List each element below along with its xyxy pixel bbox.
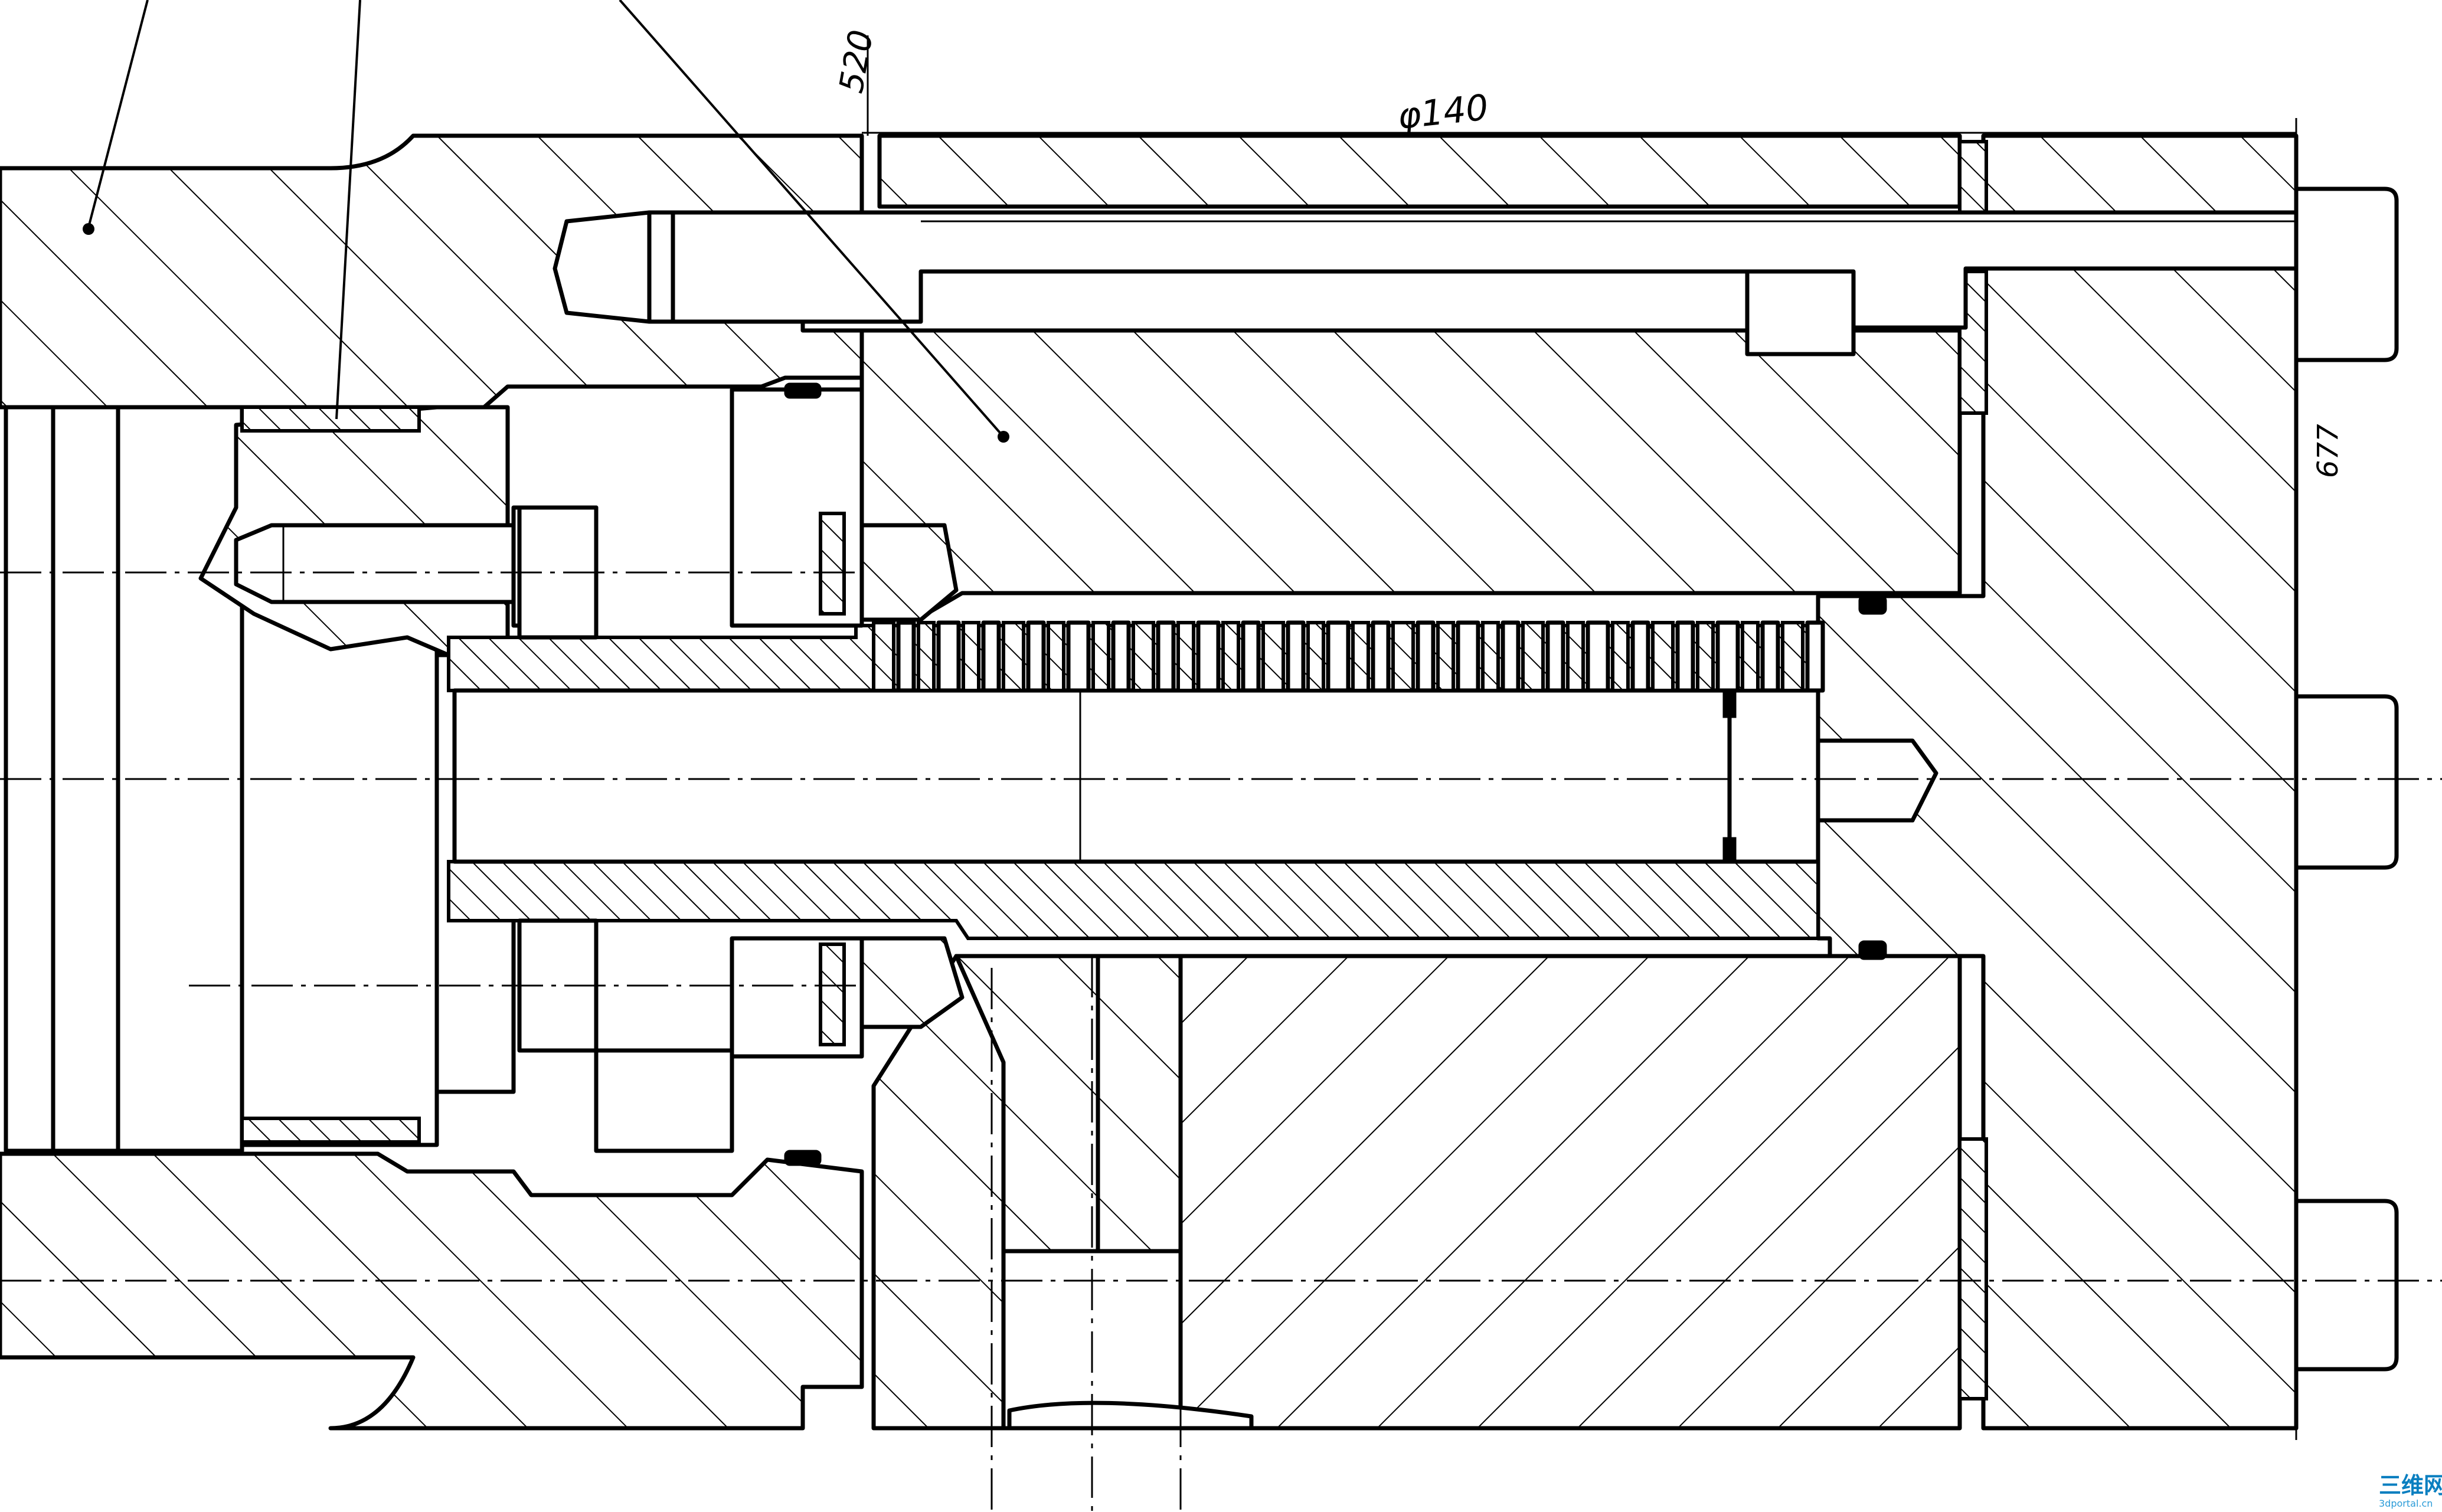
spline-tooth — [981, 620, 1001, 693]
spline-tooth — [1221, 621, 1240, 692]
spline-tooth — [1741, 621, 1760, 692]
spline-teeth — [872, 620, 1825, 693]
spline-tooth — [1091, 621, 1110, 692]
spline-tooth — [936, 620, 961, 693]
spline-tooth — [1196, 620, 1221, 693]
spline-tooth — [1132, 621, 1155, 692]
spline-tooth — [1585, 620, 1610, 693]
dim-top-gap: 520 — [832, 27, 881, 96]
spline-tooth — [1391, 621, 1415, 692]
spline-tooth — [1456, 620, 1480, 693]
spline-tooth — [1630, 620, 1650, 693]
spline-tooth — [1675, 620, 1695, 693]
spline-tooth — [1696, 621, 1715, 692]
spline-tooth — [1351, 621, 1370, 692]
spline-tooth — [1715, 620, 1740, 693]
spline-tooth — [1241, 620, 1261, 693]
spline-tooth — [872, 621, 895, 692]
bolt-heads — [2294, 186, 2399, 1372]
dim-right-length: 677 — [2312, 424, 2345, 478]
spline-tooth — [1002, 621, 1025, 692]
spline-tooth — [1611, 621, 1630, 692]
spline-tooth — [1415, 620, 1436, 693]
spline-tooth — [1566, 621, 1585, 692]
spline-tooth — [1651, 621, 1675, 692]
spline-tooth — [1781, 621, 1804, 692]
spline-tooth — [1026, 620, 1046, 693]
spline-tooth — [1176, 621, 1195, 692]
spline-tooth — [1326, 620, 1351, 693]
spline-tooth — [1047, 621, 1065, 692]
watermark-brand: 三维网 — [2379, 1472, 2442, 1498]
spline-tooth — [1286, 620, 1306, 693]
watermark-url: 3dportal.cn — [2379, 1498, 2433, 1509]
spline-tooth — [1156, 620, 1176, 693]
spline-tooth — [962, 621, 980, 692]
spline-tooth — [1111, 620, 1131, 693]
leader-lines — [83, 0, 2297, 1434]
spline-tooth — [1436, 621, 1455, 692]
tie-rod — [553, 210, 2299, 356]
main-barrel — [859, 133, 1962, 1431]
spline-tooth — [1481, 621, 1500, 692]
spline-tooth — [896, 620, 916, 693]
watermark: 三维网 3dportal.cn — [2379, 1472, 2442, 1509]
spline-tooth — [1545, 620, 1565, 693]
dim-outer-diameter: φ140 — [1395, 87, 1490, 138]
spline-tooth — [1066, 620, 1091, 693]
spline-tooth — [1261, 621, 1285, 692]
spline-tooth — [1760, 620, 1780, 693]
spline-tooth — [1371, 620, 1391, 693]
spline-tooth — [1500, 620, 1521, 693]
left-housing — [0, 133, 870, 1431]
spline-tooth — [917, 621, 936, 692]
o-rings — [784, 382, 1887, 1166]
spline-tooth — [1805, 620, 1825, 693]
spline-tooth — [1306, 621, 1325, 692]
spline-tooth — [1521, 621, 1545, 692]
